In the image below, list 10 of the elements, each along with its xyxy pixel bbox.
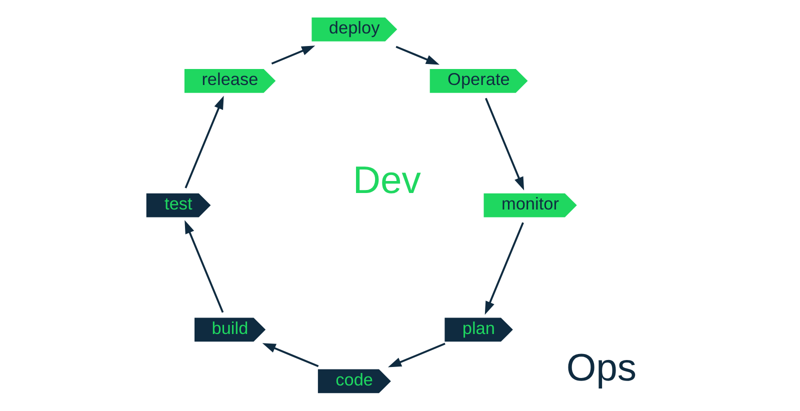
arrow (184, 220, 224, 313)
arrow (484, 222, 524, 315)
arrow (184, 96, 224, 188)
arrow (270, 46, 315, 65)
arrow (484, 98, 524, 190)
arrow (262, 343, 318, 368)
arrow (395, 46, 440, 65)
label: Ops (566, 346, 636, 390)
label: Dev (352, 158, 420, 202)
arrow (387, 342, 445, 368)
